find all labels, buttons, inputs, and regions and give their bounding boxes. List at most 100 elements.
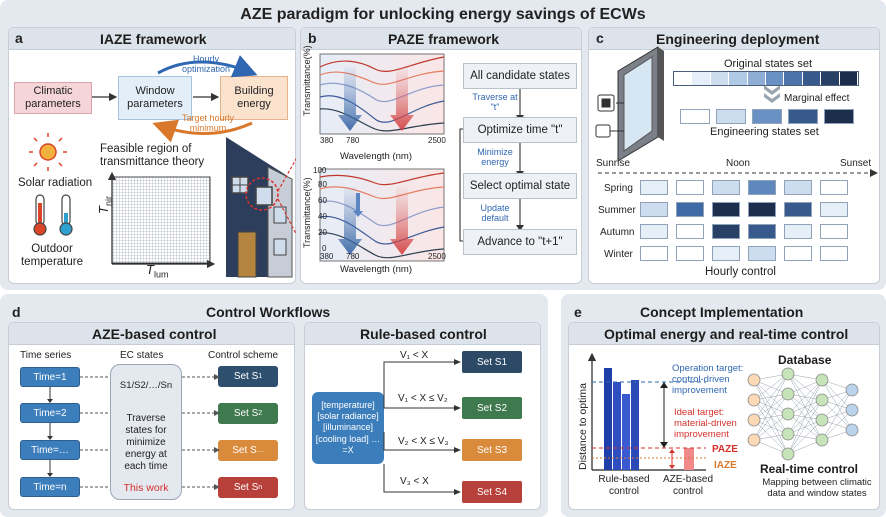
step-optimize-time: Optimize time "t"	[463, 117, 577, 143]
note-traverse: Traverse at "t"	[472, 92, 518, 112]
engineering-state-swatch	[788, 109, 818, 124]
hourly-control-cell	[712, 202, 740, 217]
original-state-swatch	[747, 72, 767, 85]
original-state-swatch	[821, 72, 840, 85]
original-state-swatch	[784, 72, 803, 85]
noon-label: Noon	[726, 158, 750, 169]
e-ylabel: Distance to optima	[577, 383, 589, 470]
engineering-state-swatch	[716, 109, 746, 124]
original-states-label: Original states set	[724, 58, 813, 70]
upper-spectrum-plot	[319, 53, 445, 135]
hourly-control-cell	[640, 180, 668, 195]
lower-ytick-60: 60	[318, 196, 327, 205]
realtime-control-label: Real-time control	[760, 462, 859, 476]
panel-d-letter: d	[12, 304, 21, 320]
sunset-label: Sunset	[840, 158, 872, 169]
condition-3: V₂ < X ≤ V₃	[398, 436, 449, 447]
hourly-control-cell	[748, 180, 776, 195]
engineering-state-swatch	[824, 109, 854, 124]
original-state-swatch	[839, 72, 859, 85]
operation-target-label: Operation target: control-driven improve…	[672, 363, 744, 396]
iaze-label: IAZE	[714, 460, 737, 471]
rule-set-s2: Set S2	[462, 397, 522, 419]
hourly-control-cell	[820, 224, 848, 239]
panel-a-graphics	[29, 55, 296, 278]
hourly-optimization-note: Hourly optimization	[181, 54, 231, 74]
hourly-control-cell	[748, 224, 776, 239]
hourly-control-cell	[820, 180, 848, 195]
time-box-1: Time=1	[20, 367, 80, 387]
feasible-region-label: Feasible region of transmittance theory	[100, 143, 205, 169]
hourly-control-cell	[784, 202, 812, 217]
set-s-ellipsis-box: Set S…	[218, 440, 278, 461]
rule-control-header	[305, 323, 540, 345]
season-winter: Winter	[604, 249, 633, 260]
hourly-control-cell	[748, 246, 776, 261]
upper-xlabel: Wavelength (nm)	[340, 151, 412, 162]
outdoor-temperature-label: Outdoor temperature	[20, 243, 83, 269]
ec-states-box	[110, 364, 182, 500]
thermometer-icon	[33, 194, 73, 236]
panel-b-title: PAZE framework	[388, 31, 499, 47]
aze-control-title: AZE-based control	[92, 326, 217, 342]
lower-ylabel: Transmittance(%)	[302, 177, 312, 248]
lower-spectrum-plot	[319, 168, 445, 262]
sunrise-label: Sunrise	[596, 158, 630, 169]
upper-xtick-1: 780	[346, 136, 360, 145]
ec-states-text: S1/S2/…/Sn	[119, 380, 173, 391]
aze-control-connectors	[47, 374, 220, 490]
spectra-graphics	[319, 53, 524, 262]
engineering-states-label: Engineering states set	[710, 126, 819, 138]
rule-based-bars	[604, 368, 639, 470]
panel-e-graphics	[587, 352, 859, 471]
window-parameters-box: Window parameters	[118, 76, 192, 120]
panel-c-graphics	[595, 46, 878, 177]
original-state-swatch	[692, 72, 711, 85]
original-state-swatch	[729, 72, 748, 85]
col-ec-states: EC states	[120, 350, 164, 361]
panel-a-header	[9, 28, 295, 50]
hourly-control-cell	[676, 180, 704, 195]
hourly-control-cell	[820, 246, 848, 261]
controller-icon	[595, 94, 615, 138]
original-state-swatch	[674, 72, 693, 85]
rule-set-s1: Set S1	[462, 351, 522, 373]
upper-ylabel: Transmittance(%)	[302, 45, 312, 116]
original-state-swatch	[802, 72, 822, 85]
lower-xtick-0: 380	[320, 252, 334, 261]
aze-bar	[684, 448, 694, 470]
lower-ytick-80: 80	[318, 180, 327, 189]
ideal-target-label: Ideal target: material-driven improvemen…	[674, 407, 737, 440]
lower-xlabel: Wavelength (nm)	[340, 264, 412, 275]
upper-xtick-0: 380	[320, 136, 334, 145]
building-energy-box: Building energy	[220, 76, 288, 120]
lower-ytick-100: 100	[313, 166, 327, 175]
hourly-control-grid	[640, 180, 860, 270]
hourly-control-cell	[676, 246, 704, 261]
original-states-strip	[673, 71, 859, 86]
rule-set-s4: Set S4	[462, 481, 522, 503]
engineering-state-swatch	[752, 109, 782, 124]
window-icon	[617, 46, 664, 162]
hourly-control-cell	[748, 202, 776, 217]
database-label: Database	[778, 353, 832, 367]
this-work-label: This work	[123, 482, 169, 494]
panel-c-letter: c	[596, 30, 604, 46]
panel-e-letter: e	[574, 304, 582, 320]
lower-xtick-2: 2500	[428, 252, 446, 261]
hourly-control-cell	[820, 202, 848, 217]
hourly-control-cell	[712, 246, 740, 261]
time-box-2: Time=2	[20, 403, 80, 423]
x-aze-label: AZE-based control	[662, 474, 714, 497]
engineering-states-strip	[680, 109, 856, 124]
rule-control-title: Rule-based control	[360, 326, 487, 342]
sun-icon	[29, 133, 67, 171]
original-state-swatch	[710, 72, 730, 85]
note-update-default: Update default	[480, 203, 510, 223]
t-lum-axis-label: Tlum	[146, 262, 169, 280]
paze-label: PAZE	[712, 444, 738, 455]
step-advance: Advance to "t+1"	[463, 229, 577, 255]
hourly-control-cell	[784, 224, 812, 239]
